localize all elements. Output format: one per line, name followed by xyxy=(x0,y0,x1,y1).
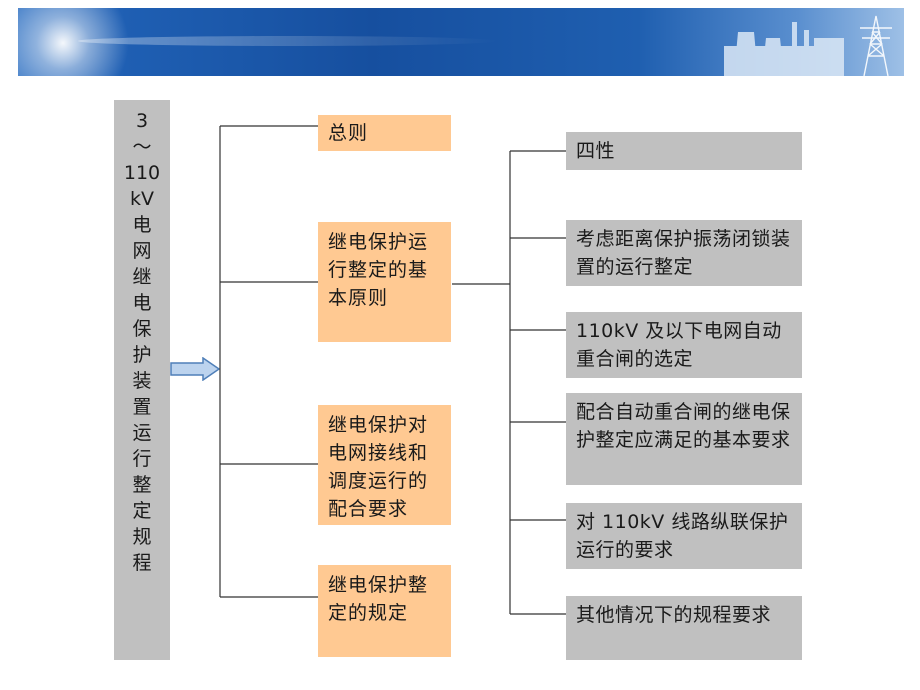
node-setting-regulations: 继电保护整定的规定 xyxy=(318,565,451,657)
title-char: 110 xyxy=(123,162,161,184)
right-arrow-icon xyxy=(170,357,221,381)
node-four-properties: 四性 xyxy=(566,132,802,170)
title-char: 电 xyxy=(132,292,152,314)
node-coordination-requirements: 继电保护对电网接线和调度运行的配合要求 xyxy=(318,405,451,525)
transmission-tower-icon xyxy=(860,15,892,76)
node-other-requirements: 其他情况下的规程要求 xyxy=(566,596,802,660)
title-char: 护 xyxy=(132,344,152,366)
node-reclosing-coordination: 配合自动重合闸的继电保护整定应满足的基本要求 xyxy=(566,393,802,485)
title-char: 行 xyxy=(132,448,152,470)
node-swing-blocking: 考虑距离保护振荡闭锁装置的运行整定 xyxy=(566,220,802,286)
node-auto-reclosing: 110kV 及以下电网自动重合闸的选定 xyxy=(566,312,802,378)
title-char: kV xyxy=(129,188,154,210)
header-banner xyxy=(18,8,904,76)
title-char: 程 xyxy=(132,552,152,574)
power-plant-silhouette-icon xyxy=(724,15,892,76)
node-basic-principles: 继电保护运行整定的基本原则 xyxy=(318,222,451,342)
title-vertical-box: 3 ～ 110 kV 电 网 继 电 保 护 装 置 运 行 整 定 规 程 xyxy=(114,100,170,660)
light-glow xyxy=(18,8,138,76)
title-char: 规 xyxy=(132,526,152,548)
node-general-rules: 总则 xyxy=(318,115,451,151)
title-char: 3 xyxy=(135,110,149,132)
title-char: 整 xyxy=(132,474,152,496)
title-char: 保 xyxy=(132,318,152,340)
title-char: 继 xyxy=(132,266,152,288)
title-char: 运 xyxy=(132,422,152,444)
light-streak xyxy=(78,36,498,46)
title-char: ～ xyxy=(132,136,152,158)
title-char: 置 xyxy=(132,396,152,418)
node-pilot-protection: 对 110kV 线路纵联保护运行的要求 xyxy=(566,503,802,569)
title-char: 定 xyxy=(132,500,152,522)
title-char: 装 xyxy=(132,370,152,392)
title-char: 电 xyxy=(132,214,152,236)
title-char: 网 xyxy=(132,240,152,262)
